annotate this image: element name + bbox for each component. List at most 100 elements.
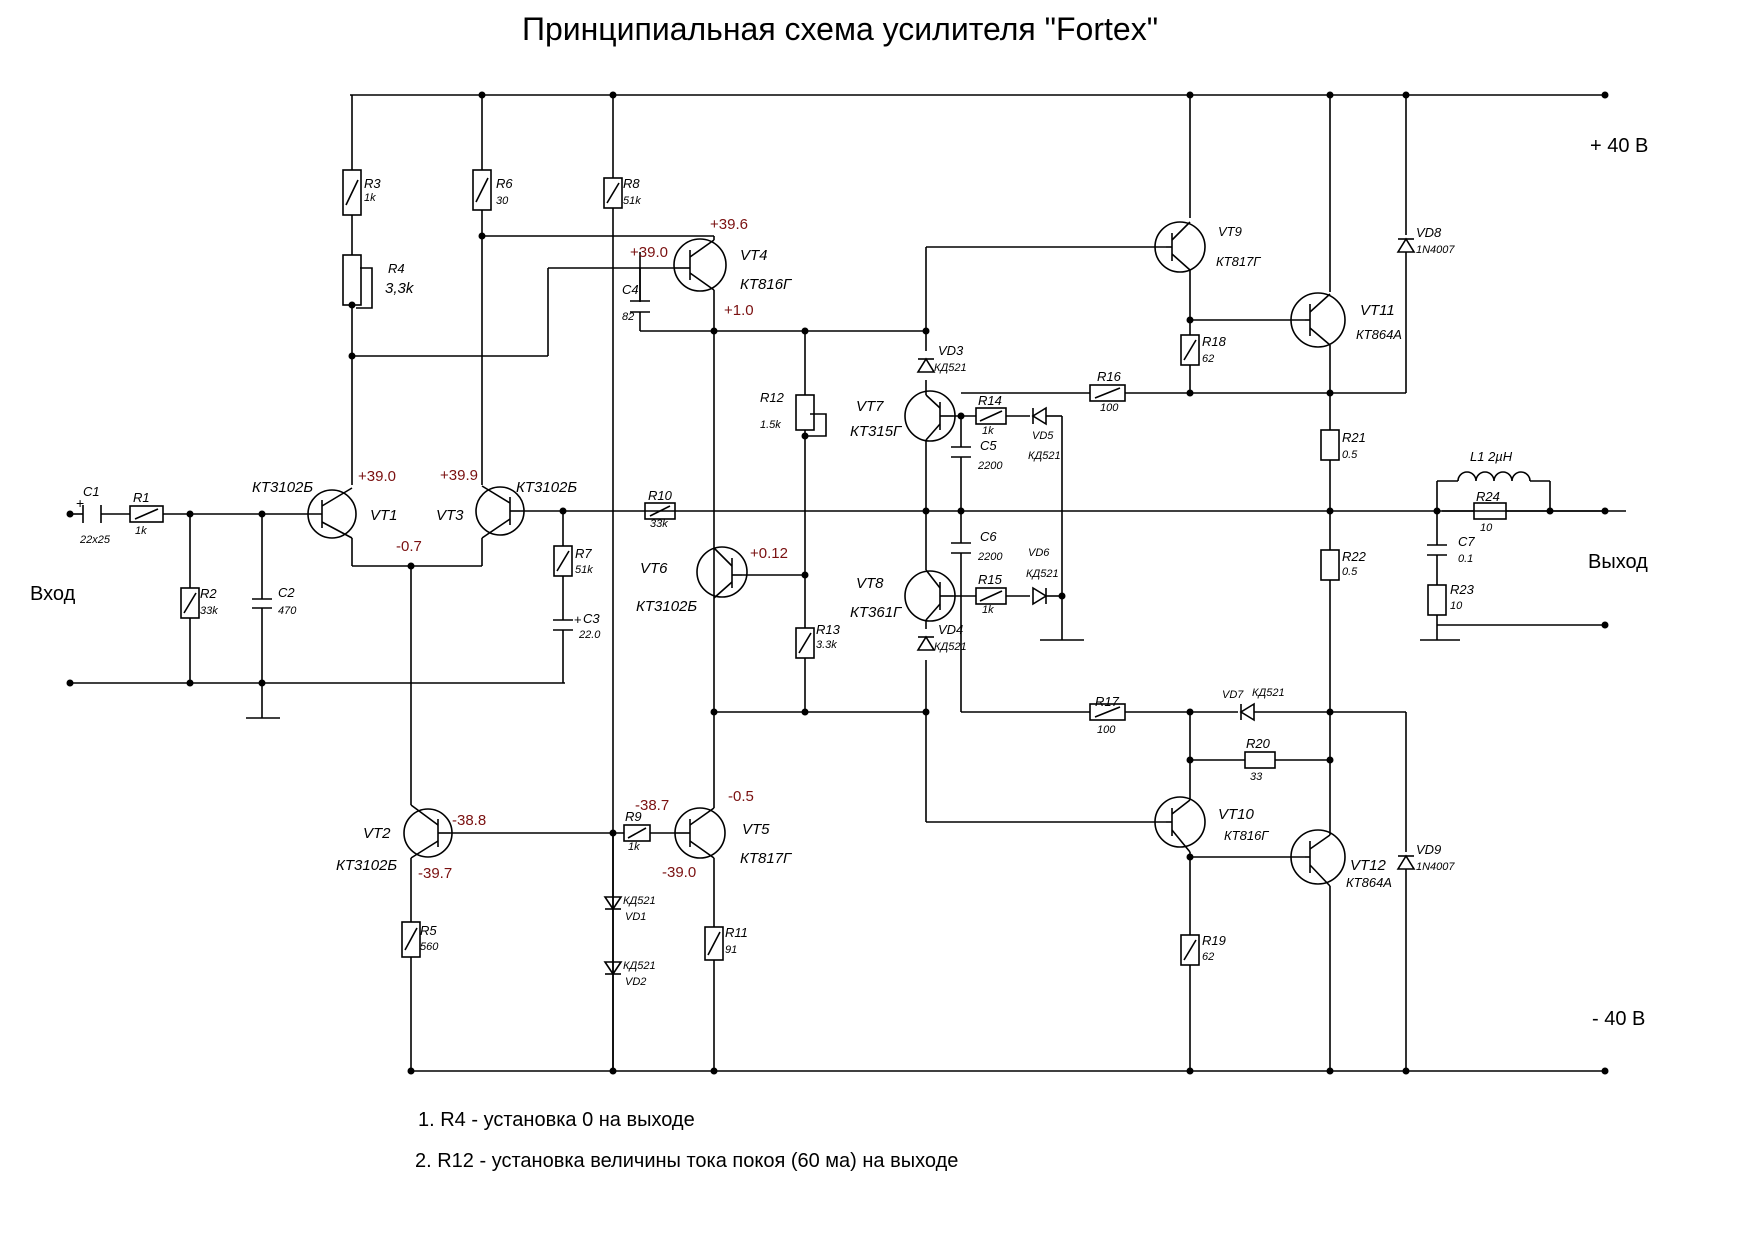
- vt3-transistor: [475, 486, 525, 536]
- r24-resistor: [1473, 502, 1507, 520]
- vt6-transistor: [696, 546, 748, 598]
- r14-value: 1k: [982, 425, 994, 437]
- r16-resistor: [1089, 384, 1126, 402]
- r3-value: 1k: [364, 192, 376, 204]
- r11-resistor: [704, 926, 724, 961]
- r18-ref: R18: [1202, 334, 1227, 349]
- vd9-value: 1N4007: [1416, 861, 1455, 873]
- r12-value: 1.5k: [760, 419, 781, 431]
- r4-value: 3,3k: [385, 280, 415, 297]
- vd7-diode: [1239, 702, 1255, 722]
- vt9-type: КТ817Г: [1216, 254, 1261, 269]
- vd9-ref: VD9: [1416, 842, 1441, 857]
- vt8-type: КТ361Г: [850, 604, 903, 621]
- vd3-value: КД521: [934, 362, 967, 374]
- r18-resistor: [1180, 334, 1200, 366]
- vt3-collector-voltage: +39.9: [440, 467, 478, 484]
- vd6-diode: [1032, 586, 1048, 606]
- component-labels: C1 22x25 R1 1k R2 33k C2 470 R3 1k R4 3,…: [79, 176, 1513, 988]
- vd4-ref: VD4: [938, 622, 963, 637]
- r21-ref: R21: [1342, 430, 1366, 445]
- r5-value: 560: [420, 941, 439, 953]
- r19-resistor: [1180, 934, 1200, 966]
- vt9-ref: VT9: [1218, 224, 1242, 239]
- vt12-transistor: [1290, 829, 1346, 885]
- vt4-collector-voltage: +1.0: [724, 302, 754, 319]
- output-label: Выход: [1588, 551, 1648, 573]
- vt6-ref: VT6: [640, 560, 668, 577]
- vt3-ref: VT3: [436, 507, 464, 524]
- vt1-ref: VT1: [370, 507, 398, 524]
- neg-rail-label: - 40 В: [1592, 1008, 1645, 1030]
- vd2-diode: [603, 961, 623, 976]
- vt4-ref: VT4: [740, 247, 768, 264]
- vd6-value: КД521: [1026, 568, 1059, 580]
- vt4-transistor: [673, 238, 727, 292]
- r5-ref: R5: [420, 923, 437, 938]
- c4-ref: C4: [622, 282, 639, 297]
- r20-value: 33: [1250, 771, 1263, 783]
- vt1-collector-voltage: +39.0: [358, 468, 396, 485]
- vt4-base-voltage: +39.0: [630, 244, 668, 261]
- r22-resistor: [1320, 549, 1340, 581]
- vd6-ref: VD6: [1028, 547, 1050, 559]
- r20-resistor: [1244, 751, 1276, 769]
- vd1-ref: VD1: [625, 911, 646, 923]
- r7-resistor: [553, 545, 573, 577]
- c4-value: 82: [622, 311, 634, 323]
- r4-potentiometer: [342, 254, 362, 306]
- vt6-type: КТ3102Б: [636, 598, 697, 615]
- note-1: 1. R4 - установка 0 на выходе: [418, 1109, 695, 1131]
- l1-inductor: [1457, 471, 1531, 482]
- wires: [70, 94, 1626, 1072]
- r1-resistor: [129, 505, 164, 523]
- vd1-value: КД521: [623, 895, 656, 907]
- r23-value: 10: [1450, 600, 1463, 612]
- r15-value: 1k: [982, 604, 994, 616]
- vd5-ref: VD5: [1032, 430, 1054, 442]
- svg-text:+: +: [574, 612, 582, 627]
- r8-resistor: [603, 177, 623, 209]
- r6-resistor: [472, 169, 492, 211]
- vd8-diode: [1396, 237, 1416, 253]
- vd9-diode: [1396, 854, 1416, 870]
- r2-ref: R2: [200, 586, 217, 601]
- vd4-diode: [916, 635, 936, 651]
- components: [82, 169, 1531, 976]
- r6-value: 30: [496, 195, 509, 207]
- r11-ref: R11: [725, 925, 748, 940]
- r21-resistor: [1320, 429, 1340, 461]
- r9-resistor: [623, 824, 651, 842]
- c7-value: 0.1: [1458, 553, 1473, 565]
- r24-ref: R24: [1476, 489, 1500, 504]
- vt4-type: КТ816Г: [740, 276, 793, 293]
- r16-ref: R16: [1097, 369, 1122, 384]
- c3-value: 22.0: [578, 629, 601, 641]
- r14-ref: R14: [978, 393, 1002, 408]
- r7-ref: R7: [575, 546, 592, 561]
- r22-ref: R22: [1342, 549, 1367, 564]
- r14-resistor: [975, 407, 1007, 425]
- vt7-transistor: [904, 390, 956, 442]
- vd5-value: КД521: [1028, 450, 1061, 462]
- r16-value: 100: [1100, 402, 1119, 414]
- l1-ref: L1 2µH: [1470, 449, 1513, 464]
- vt11-ref: VT11: [1360, 302, 1395, 319]
- r17-value: 100: [1097, 724, 1116, 736]
- r1-ref: R1: [133, 490, 150, 505]
- vt10-type: КТ816Г: [1224, 828, 1269, 843]
- vd8-ref: VD8: [1416, 225, 1442, 240]
- c2-ref: C2: [278, 585, 295, 600]
- r13-ref: R13: [816, 622, 841, 637]
- r23-resistor: [1427, 584, 1447, 616]
- vd7-value: КД521: [1252, 687, 1285, 699]
- r19-value: 62: [1202, 951, 1214, 963]
- diagram-title: Принципиальная схема усилителя "Fortex": [522, 11, 1158, 47]
- vt11-type: КТ864А: [1356, 327, 1402, 342]
- r1-value: 1k: [135, 525, 147, 537]
- c7-ref: C7: [1458, 534, 1475, 549]
- r21-value: 0.5: [1342, 449, 1358, 461]
- r8-value: 51k: [623, 195, 641, 207]
- vt10-ref: VT10: [1218, 806, 1255, 823]
- vd1-diode: [603, 896, 623, 911]
